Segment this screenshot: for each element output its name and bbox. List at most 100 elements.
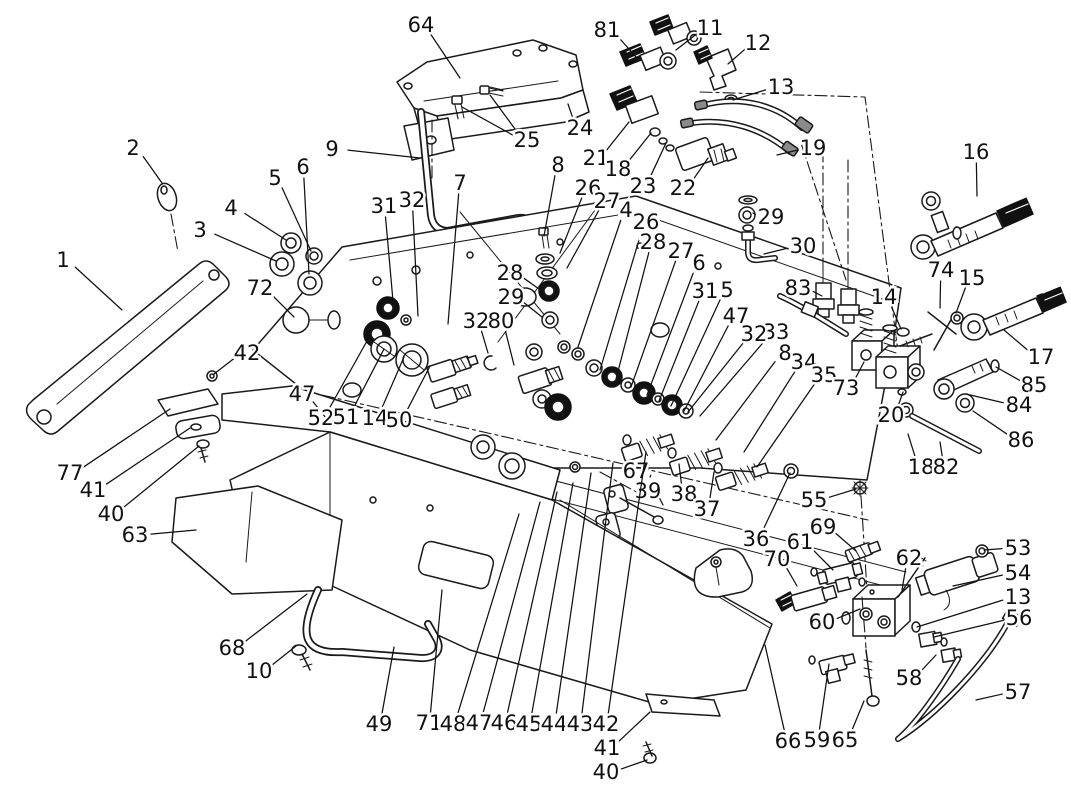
callout-56-82: 56 xyxy=(1006,606,1033,630)
callout-32-20: 32 xyxy=(399,188,426,212)
leader-line-5 xyxy=(281,187,312,252)
callout-42-98: 42 xyxy=(593,712,620,736)
callout-66-87: 66 xyxy=(775,729,802,753)
ring-14 xyxy=(896,327,910,337)
callout-62-78: 62 xyxy=(896,546,923,570)
callout-27-24: 27 xyxy=(594,189,621,213)
fitting-70 xyxy=(775,584,838,612)
lift-lever xyxy=(25,260,230,435)
leader-line-72 xyxy=(271,294,295,318)
leader-line-10 xyxy=(271,645,297,666)
callout-13-4: 13 xyxy=(768,75,795,99)
fitting-20-tube-82 xyxy=(898,402,982,454)
leader-line-12 xyxy=(727,48,746,65)
leader-line-14 xyxy=(381,356,405,409)
callout-40-61: 40 xyxy=(98,502,125,526)
elbow-12 xyxy=(705,48,737,91)
bolt-84 xyxy=(933,358,1000,400)
callout-80-39: 80 xyxy=(488,309,515,333)
callout-50-67: 50 xyxy=(386,408,413,432)
callout-2-13: 2 xyxy=(126,136,139,160)
leader-line-45 xyxy=(531,482,574,714)
callout-36-72: 36 xyxy=(743,527,770,551)
callout-10-89: 10 xyxy=(246,659,273,683)
callout-7-21: 7 xyxy=(453,171,466,195)
callout-41-60: 41 xyxy=(80,478,107,502)
leader-line-60 xyxy=(836,608,861,620)
callout-72-26: 72 xyxy=(247,276,274,300)
callout-39-69: 39 xyxy=(635,479,662,503)
plug-72 xyxy=(282,306,310,334)
leader-line-66 xyxy=(764,644,785,731)
leader-line-63 xyxy=(150,529,197,535)
leader-line-62 xyxy=(901,568,907,591)
leader-line-53 xyxy=(983,548,1003,551)
hose-57 xyxy=(895,608,1023,742)
leader-line-81 xyxy=(618,36,637,58)
leader-line-44 xyxy=(555,472,592,714)
leader-line-80 xyxy=(504,330,515,366)
fitting-59 xyxy=(808,653,856,685)
callout-44-96: 44 xyxy=(541,712,568,736)
callout-86-48: 86 xyxy=(1008,428,1035,452)
leader-line-39 xyxy=(659,497,664,506)
leader-line-48 xyxy=(457,513,520,715)
callout-18-54: 18 xyxy=(908,455,935,479)
leader-line-27 xyxy=(630,260,677,388)
leader-line-8 xyxy=(543,175,556,237)
leader-line-71 xyxy=(429,589,443,713)
leader-line-33 xyxy=(699,339,766,417)
leader-line-83 xyxy=(812,290,823,297)
leader-line-40 xyxy=(123,445,200,508)
deck-decal xyxy=(417,540,495,590)
leader-line-41 xyxy=(105,427,191,485)
callout-8-22: 8 xyxy=(551,153,564,177)
leader-line-9 xyxy=(347,149,421,159)
bolt-spring-assemblies xyxy=(620,433,770,491)
leader-line-6 xyxy=(303,177,310,275)
callout-1-25: 1 xyxy=(56,248,69,272)
callout-47-63: 47 xyxy=(289,382,316,406)
leader-line-65 xyxy=(851,700,865,731)
fitting-50 xyxy=(426,354,479,383)
leader-line-46 xyxy=(506,491,558,713)
leader-line-55 xyxy=(828,488,857,498)
callout-65-86: 65 xyxy=(832,728,859,752)
callout-69-74: 69 xyxy=(810,515,837,539)
rear-bracket xyxy=(645,693,721,717)
callout-71-91: 71 xyxy=(416,711,443,735)
callout-84-47: 84 xyxy=(1006,393,1033,417)
callout-58-83: 58 xyxy=(896,666,923,690)
valve-block-20 xyxy=(875,324,925,396)
callout-28-36: 28 xyxy=(497,261,524,285)
leader-line-47 xyxy=(482,501,541,714)
leader-line-19 xyxy=(776,149,798,156)
bolt-65 xyxy=(861,596,880,707)
callout-73-52: 73 xyxy=(833,376,860,400)
callout-55-73: 55 xyxy=(801,488,828,512)
leader-line-29 xyxy=(523,302,543,318)
seal-row-right xyxy=(532,359,694,421)
callout-31-19: 31 xyxy=(371,194,398,218)
callout-41-99: 41 xyxy=(594,736,621,760)
callout-23-9: 23 xyxy=(630,174,657,198)
callout-48-92: 48 xyxy=(440,712,467,736)
leader-line-73 xyxy=(854,361,865,380)
callout-77-59: 77 xyxy=(57,461,84,485)
ring-13 xyxy=(911,621,921,633)
leader-line-29 xyxy=(752,212,757,216)
callout-43-97: 43 xyxy=(567,712,594,736)
callout-37-71: 37 xyxy=(694,497,721,521)
callout-40-100: 40 xyxy=(593,760,620,784)
callout-14-66: 14 xyxy=(362,406,389,430)
callout-38-70: 38 xyxy=(671,482,698,506)
callout-15-44: 15 xyxy=(959,266,986,290)
screw-25-b xyxy=(479,85,504,97)
callout-29-37: 29 xyxy=(498,285,525,309)
callout-47-93: 47 xyxy=(466,711,493,735)
callout-63-62: 63 xyxy=(122,523,149,547)
callout-31-31: 31 xyxy=(692,279,719,303)
callout-29-34: 29 xyxy=(758,205,785,229)
callout-27-29: 27 xyxy=(668,239,695,263)
